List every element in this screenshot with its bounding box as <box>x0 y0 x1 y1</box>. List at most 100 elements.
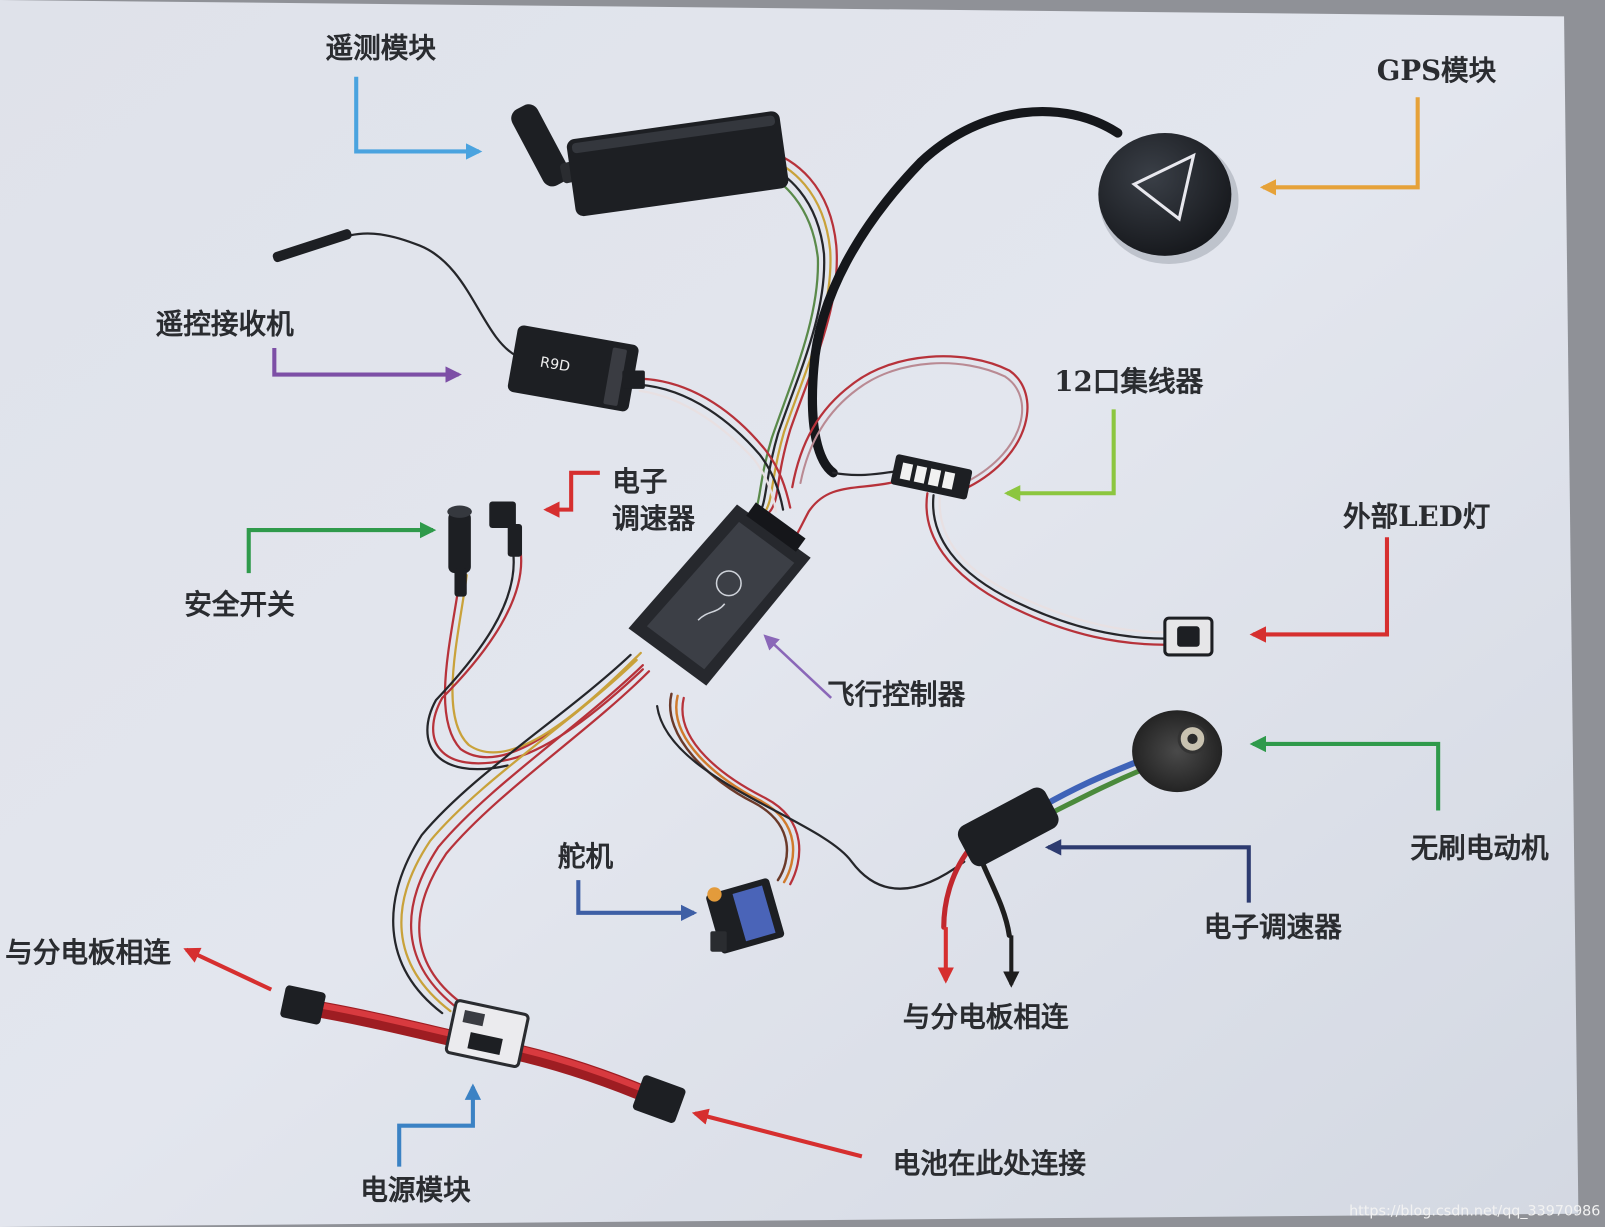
flight-controller-arrow <box>763 634 833 699</box>
xt-connector-left-body <box>280 985 326 1025</box>
label-servo: 舵机 <box>558 840 614 873</box>
servo-label <box>732 885 776 942</box>
telemetry-antenna <box>511 104 570 187</box>
label-receiver: 遥控接收机 <box>156 308 295 341</box>
label-hub: 12口集线器 <box>1054 365 1203 398</box>
power-module <box>444 999 530 1069</box>
gps-direction-triangle <box>1131 152 1196 222</box>
telemetry-arrow <box>354 76 483 160</box>
label-battery-connect: 电池在此处连接 <box>893 1147 1087 1180</box>
power-harness-red <box>410 664 644 1011</box>
label-brushless-motor: 无刷电动机 <box>1411 832 1550 865</box>
label-flight-controller: 飞行控制器 <box>827 678 966 711</box>
label-esc-upper-line1: 电子 <box>612 465 667 498</box>
servo-horn <box>707 887 722 902</box>
label-safety-switch: 安全开关 <box>184 588 295 621</box>
label-external-led: 外部LED灯 <box>1343 500 1491 533</box>
fc-top-ports <box>746 502 806 552</box>
power-board-port <box>462 1010 486 1027</box>
fc-script-logo <box>697 603 726 621</box>
power-harness-red-2 <box>418 670 651 1009</box>
servo-tab <box>710 931 727 952</box>
escconn-wire-red <box>432 541 644 765</box>
safety-switch-body <box>448 511 471 574</box>
esc-body <box>957 787 1059 867</box>
safety-switch-cable-end <box>454 567 467 597</box>
label-esc-upper-line2: 调速器 <box>612 502 695 535</box>
label-to-pdb-left: 与分电板相连 <box>5 936 171 969</box>
label-power-module: 电源模块 <box>360 1173 471 1206</box>
servo-wire-red <box>681 696 801 886</box>
gps-module <box>1098 133 1239 265</box>
esc-connector-block <box>489 501 516 529</box>
brushless-motor <box>1132 710 1223 793</box>
hub-port-4 <box>941 471 956 490</box>
escconn-wire-black <box>426 543 515 771</box>
xt-connector-right-body <box>632 1075 686 1123</box>
servo-arrow <box>576 880 698 922</box>
hub-loop-wire-a <box>799 362 1024 485</box>
led-lens <box>1177 626 1200 647</box>
servo <box>706 878 785 954</box>
labels: 遥测模块 GPS模块 遥控接收机 12口集线器 电子 调速器 安全开关 外部LE… <box>5 31 1549 1206</box>
led-arrow <box>1249 537 1390 643</box>
esc-lower-arrow <box>1044 839 1251 903</box>
hub-port-2 <box>913 465 928 484</box>
esc-connector-upper <box>489 501 523 557</box>
label-to-pdb-right: 与分电板相连 <box>903 1000 1069 1033</box>
gps-arrow <box>1259 97 1420 196</box>
servo-wire-brown <box>668 692 789 882</box>
receiver-wire-red <box>638 377 792 509</box>
servo-wire-orange <box>675 694 795 884</box>
telemetry-wire-black <box>735 154 826 517</box>
hub-port-3 <box>927 468 942 487</box>
gps-cable <box>807 107 1123 478</box>
power-harness-black <box>392 653 632 1015</box>
watermark: https://blog.csdn.net/qq_33970986 <box>1349 1204 1600 1220</box>
hub-arrow <box>1003 409 1116 502</box>
motor-can <box>1132 710 1223 793</box>
xt-connector-right <box>632 1075 686 1123</box>
hub-loop-wire-b <box>791 355 1029 489</box>
safety-switch <box>447 505 472 597</box>
motor-lead-blue <box>1038 758 1142 810</box>
telemetry-wire-green <box>735 160 819 519</box>
label-telemetry: 遥测模块 <box>326 31 437 64</box>
receiver-arrow <box>272 347 462 383</box>
hub-12-port <box>890 454 973 500</box>
led-wire-white <box>938 496 1166 634</box>
safety-switch-button <box>447 505 472 518</box>
label-gps: GPS模块 <box>1377 54 1497 87</box>
gps-to-hub-wire <box>832 469 900 477</box>
power-harness-yellow <box>400 658 638 1013</box>
receiver-wire-black <box>638 383 785 511</box>
gps-puck <box>1098 133 1232 256</box>
power-board-chip <box>467 1032 503 1056</box>
safety-switch-arrow <box>246 521 437 574</box>
telemetry-module <box>511 104 789 217</box>
battery-arrow <box>691 1108 863 1159</box>
motor-arrow <box>1249 735 1441 811</box>
label-esc-lower: 电子调速器 <box>1204 910 1343 943</box>
receiver-model-text: R9D <box>539 355 571 376</box>
pdb-left-arrow <box>183 947 273 992</box>
receiver-connector <box>622 370 645 389</box>
power-module-arrow <box>397 1083 482 1167</box>
esc-signal-wire <box>656 704 966 890</box>
esc-connector-tail <box>507 523 523 557</box>
flight-controller <box>628 502 811 686</box>
fc-logo <box>715 570 742 597</box>
xt-connector-left <box>280 985 326 1025</box>
led-wire-black <box>931 494 1166 640</box>
rc-receiver: R9D <box>272 229 645 412</box>
external-led <box>1163 616 1214 657</box>
wires <box>296 107 1166 1108</box>
led-wire-red <box>925 492 1166 646</box>
receiver-antenna-tip <box>272 229 352 263</box>
esc-lower <box>957 787 1059 867</box>
hub-port-1 <box>899 462 914 481</box>
receiver-wire-white <box>638 389 778 513</box>
receiver-antenna-wire <box>348 232 519 358</box>
